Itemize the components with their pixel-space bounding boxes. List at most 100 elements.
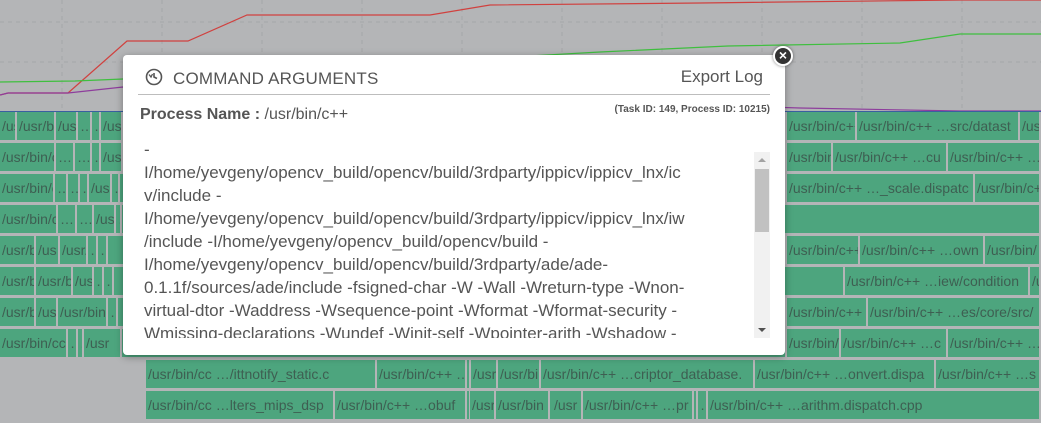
process-name: Process Name : /usr/bin/c++ (140, 106, 348, 124)
process-block[interactable]: /usr/bin/c++ …e/src/ (787, 143, 833, 171)
process-block[interactable]: /usr/bi (498, 360, 541, 388)
process-block[interactable]: /us (89, 174, 112, 202)
process-block[interactable]: … (104, 267, 114, 295)
argument-line: I/home/yevgeny/opencv_build/opencv/build… (144, 209, 685, 228)
process-block[interactable]: /usr (470, 391, 496, 419)
process-block[interactable]: … (94, 267, 104, 295)
process-block[interactable]: … (56, 143, 75, 171)
close-icon[interactable]: × (773, 46, 793, 66)
process-block[interactable]: /usr/bin/c++ …pr (583, 391, 694, 419)
argument-line: v/include - (144, 186, 222, 205)
process-block[interactable]: /usr/bin (0, 298, 36, 326)
process-block[interactable]: /usr/bin/c++ …onvert.dispa (755, 360, 936, 388)
process-block[interactable]: /usr/bin/c++ …s (936, 360, 1041, 388)
process-block[interactable]: /usr/bin/c++ (975, 174, 1041, 202)
process-block[interactable]: /usr/bin (58, 298, 108, 326)
process-block[interactable]: … (698, 391, 708, 419)
process-block[interactable]: /usr/bin/c++ …cu (833, 143, 948, 171)
process-block[interactable]: … (55, 174, 68, 202)
process-block[interactable]: … (68, 174, 80, 202)
process-block[interactable]: /usr/bin/c++ …iew/condition (845, 267, 1030, 295)
process-block[interactable]: /usr/bin/cc (0, 174, 55, 202)
process-block[interactable]: /usr/bin/cc …lters_mips_dsp (146, 391, 335, 419)
process-block[interactable]: … (78, 329, 84, 357)
argument-line: - (144, 140, 150, 159)
process-block[interactable]: /usr (84, 329, 122, 357)
process-block[interactable]: … (108, 298, 118, 326)
command-arguments-modal: COMMAND ARGUMENTS Export Log Process Nam… (123, 55, 785, 355)
process-block[interactable]: /usr/bin/c++ …/bindings (787, 298, 868, 326)
process-block[interactable]: /usr (101, 112, 123, 140)
process-block[interactable]: /usr/bin/c++ …es/core/src/ (868, 298, 1041, 326)
process-block[interactable]: … (75, 143, 92, 171)
process-block[interactable]: /usr/b (17, 112, 56, 140)
command-arguments-text[interactable]: - I/home/yevgeny/opencv_build/opencv/buil… (144, 138, 754, 338)
process-block[interactable]: /usr/bin/c++ … (948, 143, 1041, 171)
process-block[interactable]: /us (101, 143, 123, 171)
argument-line: /include -I/home/yevgeny/opencv_build/op… (144, 232, 549, 251)
process-block[interactable]: /us (94, 205, 116, 233)
process-block[interactable]: /usr/bin (496, 391, 550, 419)
process-block[interactable]: /usr/bin/c++ …src/datast (857, 112, 1020, 140)
process-block[interactable]: /usr/bin/cc (0, 205, 58, 233)
process-block[interactable]: … (88, 236, 98, 264)
argument-line: I/home/yevgeny/opencv_build/opencv/build… (144, 163, 681, 182)
process-block[interactable]: /usr/bin/cc … (0, 329, 68, 357)
process-block[interactable]: /usr/bin/cc (0, 143, 56, 171)
series-line-green (0, 33, 1041, 83)
process-block[interactable]: /usr/ (60, 236, 88, 264)
process-block[interactable]: … (58, 205, 77, 233)
argument-line: I/home/yevgeny/opencv_build/opencv/build… (144, 255, 609, 274)
process-block[interactable]: /usr/bin/c++ …e (787, 329, 841, 357)
argument-line: 0.1.1f/sources/ade/include -fsigned-char… (144, 278, 685, 297)
argument-line: Wmissing-declarations -Wundef -Winit-sel… (144, 324, 677, 338)
history-icon (145, 68, 163, 86)
process-block[interactable]: /usr/bin/c++ …own (860, 236, 985, 264)
scroll-thumb[interactable] (755, 169, 769, 232)
process-block[interactable]: /usr/b (36, 267, 73, 295)
process-block[interactable]: … (116, 205, 122, 233)
process-block[interactable]: … (98, 236, 108, 264)
process-block[interactable]: … (80, 174, 89, 202)
process-block[interactable]: /usr/bin/ (0, 267, 36, 295)
process-block[interactable]: … (77, 205, 94, 233)
process-block[interactable]: … (92, 143, 101, 171)
divider (138, 94, 770, 95)
argument-line: virtual-dtor -Waddress -Wsequence-point … (144, 301, 678, 320)
export-log-button[interactable]: Export Log (680, 67, 763, 86)
scroll-down-arrow-icon[interactable] (758, 328, 766, 332)
process-block[interactable]: … (78, 112, 92, 140)
process-block[interactable]: /usr/bin/ (985, 236, 1041, 264)
process-block[interactable]: /usr/bin/c++ … (377, 360, 467, 388)
process-block[interactable]: /usr/bin/c++ … (948, 329, 1041, 357)
process-block[interactable]: /usr/b (0, 112, 17, 140)
process-block[interactable]: /usr (56, 112, 78, 140)
process-block[interactable]: /us (73, 267, 94, 295)
process-block[interactable]: /usr (552, 391, 583, 419)
process-name-value: /usr/bin/c++ (264, 106, 349, 123)
process-block[interactable]: /us (1020, 112, 1041, 140)
process-name-label: Process Name : (140, 106, 261, 123)
process-block[interactable]: /usr/bin/c++ …arithm.dispatch.cpp (708, 391, 1041, 419)
process-block[interactable]: … (467, 360, 471, 388)
process-block[interactable]: /usr/bin/c++ …obuf (335, 391, 467, 419)
modal-title: COMMAND ARGUMENTS (173, 69, 379, 88)
process-block[interactable]: … (92, 112, 101, 140)
process-block[interactable]: … (68, 329, 78, 357)
process-block[interactable]: /usr/bin/ (0, 236, 36, 264)
process-block[interactable]: /us (36, 236, 60, 264)
process-block[interactable]: … (694, 391, 698, 419)
process-block[interactable]: /u (1030, 267, 1041, 295)
scroll-up-arrow-icon[interactable] (758, 158, 766, 162)
process-block[interactable]: /usr/bin/c++ …criptor_database. (541, 360, 755, 388)
process-block[interactable]: … (112, 174, 120, 202)
process-block[interactable]: /usr/bin/c++ …at.cc (787, 236, 860, 264)
task-process-id: (Task ID: 149, Process ID: 10215) (614, 104, 770, 115)
process-block[interactable]: /usr/bin/c++ …c (841, 329, 948, 357)
process-block[interactable]: /usr (471, 360, 498, 388)
process-block[interactable]: /usr/bin/c++ …_scale.dispatc (787, 174, 975, 202)
process-block[interactable]: /usr/bin/cc …/ittnotify_static.c (146, 360, 377, 388)
scrollbar[interactable] (754, 152, 770, 338)
process-block[interactable]: /us (36, 298, 58, 326)
process-block[interactable]: /usr/bin/c++ …/batch_ (787, 112, 857, 140)
